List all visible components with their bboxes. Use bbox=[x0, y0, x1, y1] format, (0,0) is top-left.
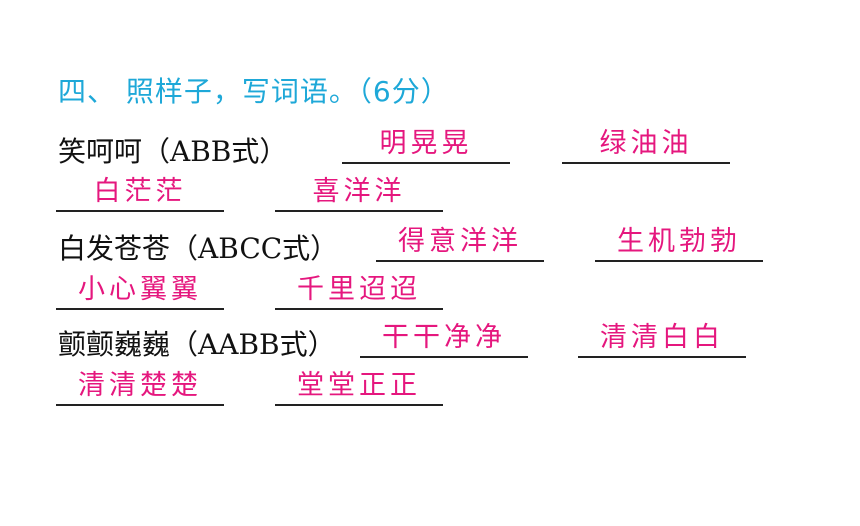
answer-blank[interactable]: 明晃晃 bbox=[342, 126, 510, 164]
exercise-title: 四、 照样子，写词语。（6分） bbox=[58, 75, 450, 108]
answer-text: 清清白白 bbox=[600, 322, 724, 353]
group-3-label: 颤颤巍巍（AABB式） bbox=[58, 328, 336, 361]
answer-blank[interactable]: 清清白白 bbox=[578, 320, 746, 358]
answer-blank[interactable]: 小心翼翼 bbox=[56, 272, 224, 310]
answer-text: 喜洋洋 bbox=[312, 176, 406, 207]
answer-text: 得意洋洋 bbox=[398, 226, 522, 257]
answer-text: 绿油油 bbox=[599, 128, 693, 159]
answer-text: 生机勃勃 bbox=[617, 226, 741, 257]
group-1-label: 笑呵呵（ABB式） bbox=[58, 135, 288, 168]
answer-blank[interactable]: 得意洋洋 bbox=[376, 224, 544, 262]
answer-blank[interactable]: 喜洋洋 bbox=[275, 174, 443, 212]
group-2-label: 白发苍苍（ABCC式） bbox=[58, 232, 339, 265]
answer-text: 小心翼翼 bbox=[78, 274, 202, 305]
answer-blank[interactable]: 千里迢迢 bbox=[275, 272, 443, 310]
answer-text: 清清楚楚 bbox=[78, 370, 202, 401]
answer-blank[interactable]: 白茫茫 bbox=[56, 174, 224, 212]
answer-text: 明晃晃 bbox=[379, 128, 473, 159]
answer-blank[interactable]: 绿油油 bbox=[562, 126, 730, 164]
answer-text: 千里迢迢 bbox=[297, 274, 421, 305]
answer-blank[interactable]: 干干净净 bbox=[360, 320, 528, 358]
answer-blank[interactable]: 清清楚楚 bbox=[56, 368, 224, 406]
answer-text: 堂堂正正 bbox=[297, 370, 421, 401]
answer-blank[interactable]: 生机勃勃 bbox=[595, 224, 763, 262]
answer-text: 白茫茫 bbox=[93, 176, 187, 207]
answer-text: 干干净净 bbox=[382, 322, 506, 353]
answer-blank[interactable]: 堂堂正正 bbox=[275, 368, 443, 406]
